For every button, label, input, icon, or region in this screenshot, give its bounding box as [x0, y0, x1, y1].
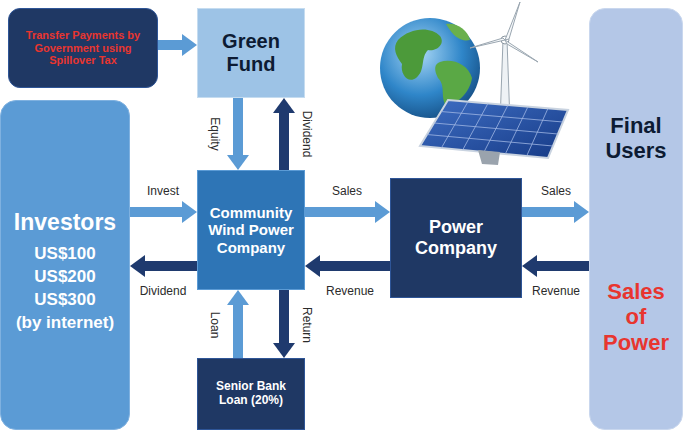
node-title: Green Fund — [206, 30, 296, 76]
arrow-shaft — [305, 207, 376, 217]
arrow-shaft — [279, 290, 289, 344]
node-text: Sales of Power — [590, 279, 682, 355]
flow-arrow — [158, 34, 197, 56]
node-text: (by internet) — [1, 313, 129, 333]
arrow-head — [574, 201, 589, 223]
arrow-shaft — [279, 112, 289, 170]
flow-arrow — [522, 201, 589, 223]
company-box: Community Wind Power Company — [197, 170, 305, 290]
edge-label: Equity — [209, 117, 221, 150]
panel-grid-line — [441, 112, 563, 123]
flow-arrow — [130, 201, 197, 223]
flow-arrow — [227, 98, 249, 170]
company-box: Power Company — [390, 178, 522, 298]
arrow-shaft — [233, 98, 243, 156]
flow-arrow — [522, 255, 589, 277]
arrow-shaft — [233, 304, 243, 358]
arrow-head — [130, 255, 145, 277]
bank-box: Senior Bank Loan (20%) — [197, 358, 305, 430]
arrow-head — [273, 343, 295, 358]
node-text: US$200 — [1, 267, 129, 287]
node-title: Senior Bank Loan (20%) — [204, 380, 298, 408]
edge-label: Revenue — [326, 285, 374, 297]
final-users-panel: Final UsersSales of Power — [589, 8, 683, 430]
edge-label: Dividend — [140, 285, 187, 297]
node-text: US$100 — [1, 244, 129, 264]
arrow-head — [227, 290, 249, 305]
panel-grid-line — [434, 123, 558, 134]
node-title: Transfer Payments by Government using Sp… — [19, 29, 147, 67]
solar-panel — [420, 100, 568, 165]
flow-arrow — [227, 290, 249, 358]
funding-source-box: Transfer Payments by Government using Sp… — [8, 8, 158, 88]
node-title: Final Users — [590, 113, 682, 164]
flow-arrow — [273, 290, 295, 358]
arrow-shaft — [319, 261, 390, 271]
edge-label: Revenue — [532, 285, 580, 297]
arrow-head — [522, 255, 537, 277]
node-text: US$300 — [1, 290, 129, 310]
arrow-head — [305, 255, 320, 277]
node-title: Investors — [1, 209, 129, 235]
edge-label: Loan — [209, 312, 221, 339]
edge-label: Return — [301, 307, 313, 343]
arrow-head — [227, 155, 249, 170]
arrow-head — [375, 201, 390, 223]
investors-panel: InvestorsUS$100US$200US$300 (by internet) — [0, 100, 130, 430]
arrow-head — [182, 34, 197, 56]
arrow-shaft — [144, 261, 197, 271]
edge-label: Sales — [541, 185, 571, 197]
arrow-head — [273, 98, 295, 113]
panel-grid-line — [427, 135, 553, 147]
arrow-shaft — [536, 261, 589, 271]
arrow-head — [182, 201, 197, 223]
flow-arrow — [305, 255, 390, 277]
edge-label: Invest — [147, 185, 179, 197]
flow-arrow — [273, 98, 295, 170]
fund-box: Green Fund — [197, 8, 305, 98]
arrow-shaft — [158, 40, 183, 50]
edge-label: Sales — [332, 185, 362, 197]
edge-label: Dividend — [301, 111, 313, 158]
node-title: Community Wind Power Company — [204, 204, 298, 256]
flow-arrow — [305, 201, 390, 223]
node-title: Power Company — [399, 217, 513, 258]
arrow-shaft — [130, 207, 183, 217]
arrow-shaft — [522, 207, 575, 217]
flow-arrow — [130, 255, 197, 277]
